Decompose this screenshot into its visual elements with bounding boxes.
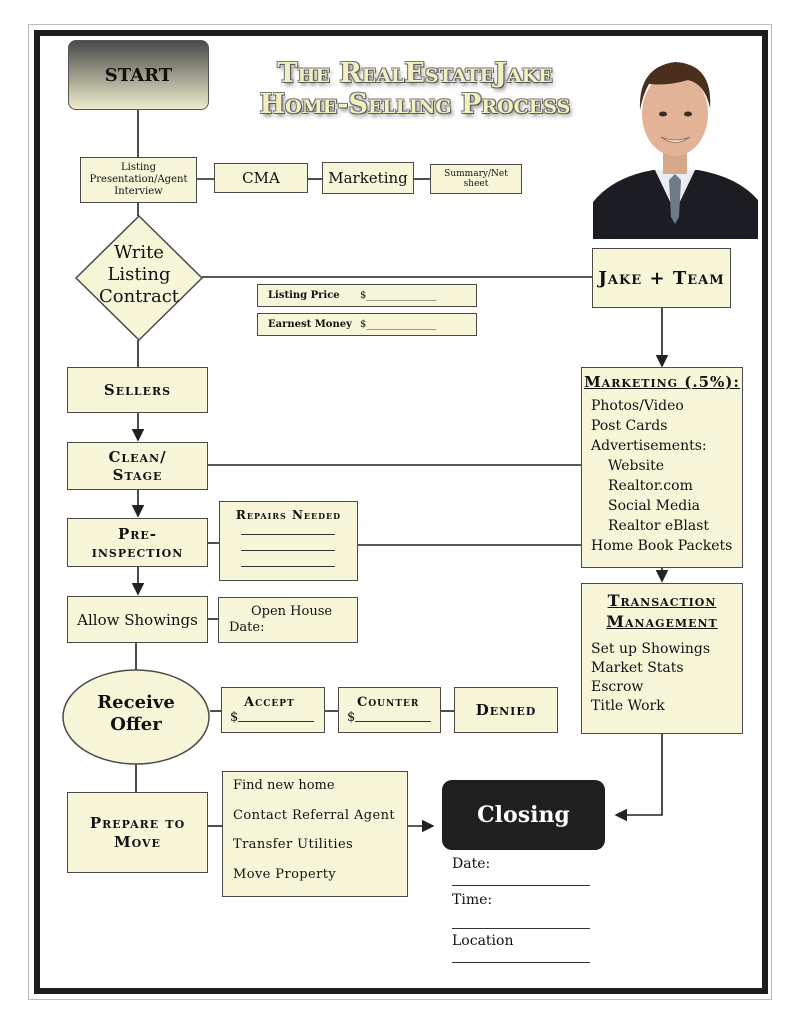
move-task-item: Transfer Utilities xyxy=(233,837,354,852)
title-line-2: Home-Selling Process xyxy=(259,89,571,120)
marketing-item: Post Cards xyxy=(591,418,668,434)
accept-box: Accept $ xyxy=(221,687,325,733)
accept-line xyxy=(238,721,314,722)
closing-location-label: Location xyxy=(452,933,514,949)
open-house-label: Open House xyxy=(251,604,333,619)
move-tasks-box: Find new home Contact Referral Agent Tra… xyxy=(222,771,408,897)
closing-date-line xyxy=(452,885,590,886)
transaction-item: Title Work xyxy=(591,698,665,714)
transaction-panel: Transaction Management Set up Showings M… xyxy=(581,583,743,734)
receive-offer-oval xyxy=(62,669,210,765)
summary-box: Summary/Net sheet xyxy=(430,164,522,194)
sellers-box: Sellers xyxy=(67,367,208,413)
repairs-line-2 xyxy=(241,550,335,551)
page-title: The RealEstateJake Home-Selling Process xyxy=(220,58,610,120)
listing-price-field: Listing Price $______________ xyxy=(257,284,477,307)
counter-line xyxy=(355,721,431,722)
counter-box: Counter $ xyxy=(338,687,441,733)
marketing-panel-heading: Marketing (.5%): xyxy=(584,373,740,391)
closing-time-label: Time: xyxy=(452,892,493,908)
closing-box: Closing xyxy=(442,780,605,850)
repairs-line-1 xyxy=(241,534,335,535)
repairs-needed-box: Repairs Needed xyxy=(219,501,358,581)
jake-team-box: Jake + Team xyxy=(592,248,731,308)
marketing-item: Home Book Packets xyxy=(591,538,733,554)
write-listing-diamond xyxy=(74,214,204,342)
allow-showings-box: Allow Showings xyxy=(67,596,208,643)
earnest-money-field: Earnest Money $______________ xyxy=(257,313,477,336)
title-line-1: The RealEstateJake xyxy=(277,58,553,89)
outer-border xyxy=(28,24,772,1000)
transaction-item: Set up Showings xyxy=(591,641,711,657)
open-house-box: Open House Date: xyxy=(218,597,358,643)
line-transaction-closing xyxy=(614,734,663,822)
marketing-sub-item: Website xyxy=(608,458,665,474)
marketing-item: Photos/Video xyxy=(591,398,684,414)
cma-box: CMA xyxy=(214,163,308,193)
transaction-item: Escrow xyxy=(591,679,644,695)
marketing-sub-item: Realtor eBlast xyxy=(608,518,710,534)
listing-presentation-box: Listing Presentation/Agent Interview xyxy=(80,157,197,203)
page-frame xyxy=(34,30,768,994)
write-listing-label: Write Listing Contract xyxy=(98,242,180,307)
marketing-panel: Marketing (.5%): Photos/Video Post Cards… xyxy=(581,367,743,568)
closing-location-line xyxy=(452,962,590,963)
move-task-item: Move Property xyxy=(233,866,337,882)
closing-date-label: Date: xyxy=(452,856,491,872)
marketing-box: Marketing xyxy=(322,162,414,194)
open-house-date: Date: xyxy=(229,620,265,635)
agent-photo xyxy=(593,42,758,239)
denied-box: Denied xyxy=(454,687,558,733)
move-task-item: Contact Referral Agent xyxy=(233,807,396,823)
transaction-heading-1: Transaction xyxy=(607,591,717,610)
marketing-sub-item: Social Media xyxy=(608,498,701,514)
marketing-item: Advertisements: xyxy=(591,438,707,454)
transaction-item: Market Stats xyxy=(591,660,684,676)
marketing-sub-item: Realtor.com xyxy=(608,478,693,494)
repairs-line-3 xyxy=(241,566,335,567)
transaction-heading-2: Management xyxy=(606,612,718,631)
move-task-item: Find new home xyxy=(233,778,335,793)
clean-stage-box: Clean/Stage xyxy=(67,442,208,490)
pre-inspection-box: Pre-inspection xyxy=(67,518,208,567)
repairs-needed-label: Repairs Needed xyxy=(235,508,342,522)
start-box: START xyxy=(68,40,209,110)
closing-time-line xyxy=(452,928,590,929)
